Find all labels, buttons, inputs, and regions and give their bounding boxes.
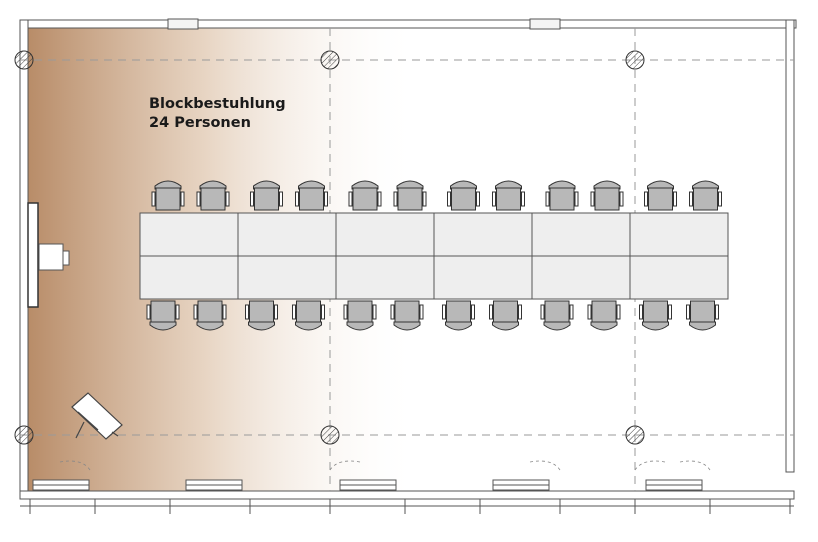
radiator [645, 484, 703, 491]
chair [390, 300, 424, 331]
radiator [185, 484, 243, 491]
facade-mullions [29, 499, 791, 514]
table-segment [433, 212, 533, 257]
chair [686, 300, 719, 331]
chair [689, 180, 722, 211]
radiator [492, 479, 550, 486]
chair [644, 180, 677, 211]
table-segment [433, 255, 533, 300]
chairs-bottom-row [146, 300, 719, 331]
column [320, 50, 340, 70]
chair [348, 180, 382, 211]
radiator [492, 484, 550, 491]
door-swings [59, 460, 711, 471]
chair [292, 300, 325, 331]
radiator [339, 479, 397, 486]
table-segment [237, 212, 337, 257]
chair [193, 300, 227, 331]
conference-table [139, 212, 729, 300]
walls [19, 18, 797, 507]
structural-columns [14, 50, 645, 445]
column [625, 425, 645, 445]
chairs-top-row [151, 180, 722, 211]
top-opening-left [167, 18, 199, 30]
seating-caption: Blockbestuhlung 24 Personen [149, 95, 286, 133]
table-segment [139, 255, 239, 300]
table-segment [629, 212, 729, 257]
chair [146, 300, 180, 331]
radiator [645, 479, 703, 486]
chair [151, 180, 185, 211]
table-segment [237, 255, 337, 300]
chair [447, 180, 480, 211]
radiators [32, 479, 703, 491]
chair [590, 180, 624, 211]
radiator [32, 484, 90, 491]
table-segment [531, 255, 631, 300]
table-segment [335, 212, 435, 257]
chair [540, 300, 574, 331]
column [625, 50, 645, 70]
chair [587, 300, 621, 331]
door-swing-arc [529, 460, 561, 471]
chair [442, 300, 475, 331]
door-swing-arc [679, 460, 711, 471]
chair [393, 180, 427, 211]
chair [489, 300, 522, 331]
flipchart [71, 392, 123, 440]
lectern [38, 243, 70, 271]
chair [250, 180, 283, 211]
radiator [339, 484, 397, 491]
column [320, 425, 340, 445]
chair [492, 180, 525, 211]
side-door [27, 202, 39, 308]
chair [545, 180, 579, 211]
seating-title: Blockbestuhlung [149, 96, 286, 112]
column [14, 425, 34, 445]
chair [295, 180, 328, 211]
chair [245, 300, 278, 331]
door-swing-arc [59, 460, 91, 471]
table-segment [629, 255, 729, 300]
seating-capacity: 24 Personen [149, 115, 251, 131]
radiator [185, 479, 243, 486]
radiator [32, 479, 90, 486]
column [14, 50, 34, 70]
chair [639, 300, 672, 331]
table-segment [531, 212, 631, 257]
chair [196, 180, 230, 211]
door-swing-arc [634, 460, 666, 471]
chair [343, 300, 377, 331]
table-segment [139, 212, 239, 257]
table-segment [335, 255, 435, 300]
top-opening-right [529, 18, 561, 30]
door-swing-arc [329, 460, 361, 471]
